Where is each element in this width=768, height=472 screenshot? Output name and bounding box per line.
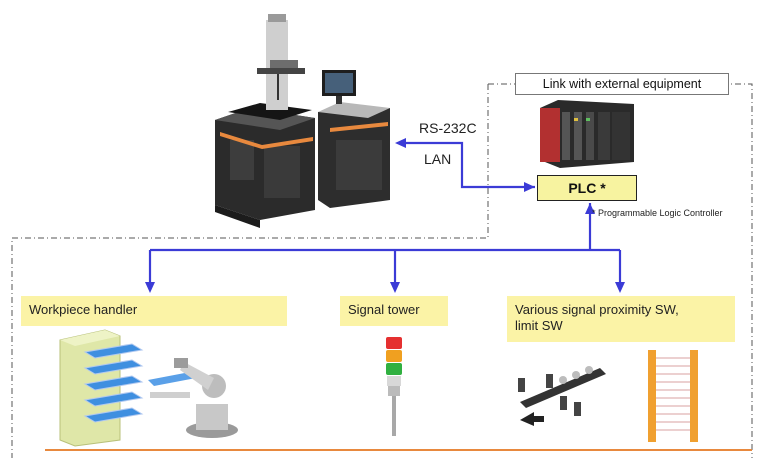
- plc-box: PLC *: [537, 175, 637, 201]
- plc-unit-icon: [540, 100, 634, 168]
- signal-tower-label: Signal tower: [340, 296, 448, 326]
- cmm-machine-icon: [215, 14, 390, 228]
- robot-arm-icon: [59, 329, 238, 447]
- plc-footnote: * Programmable Logic Controller: [592, 208, 723, 218]
- connector-arrows: [145, 138, 625, 293]
- lan-label: LAN: [424, 151, 452, 167]
- proximity-switch-label: Various signal proximity SW, limit SW: [507, 296, 735, 342]
- external-link-label: Link with external equipment: [515, 73, 729, 95]
- light-curtain-icon: [648, 350, 698, 442]
- rs232c-label: RS-232C: [419, 120, 477, 136]
- proximity-switch-icon: [518, 366, 606, 426]
- workpiece-handler-label: Workpiece handler: [21, 296, 287, 326]
- signal-tower-icon: [386, 337, 402, 436]
